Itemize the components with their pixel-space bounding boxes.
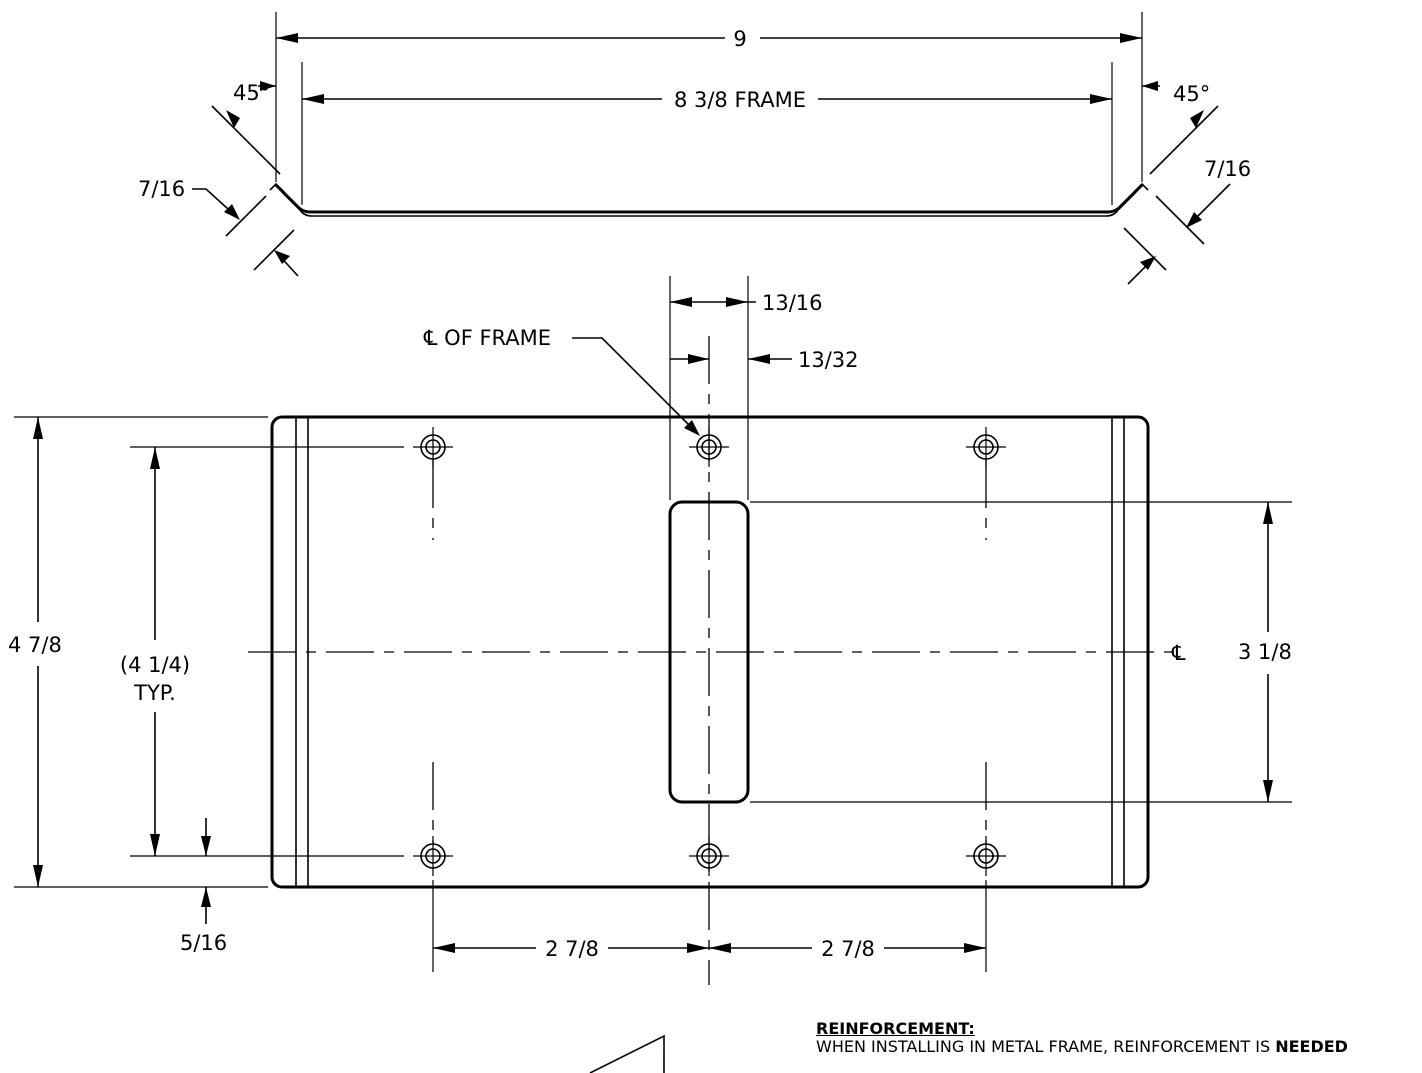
extension-line xyxy=(1155,195,1205,245)
flange-right-dimension: 7/16 xyxy=(1204,157,1251,181)
hole-top-center xyxy=(689,427,729,467)
arrowhead xyxy=(684,420,700,436)
tray-profile-inner xyxy=(281,191,1137,217)
arrowhead xyxy=(1186,212,1202,228)
arrowhead xyxy=(260,81,276,91)
slot-offset-dimension: 13/32 xyxy=(798,348,859,372)
arrowhead xyxy=(964,943,986,953)
extension-line xyxy=(225,195,267,237)
arrowhead xyxy=(709,943,731,953)
notes-heading: REINFORCEMENT: xyxy=(816,1020,975,1038)
hole-bottom-right xyxy=(966,836,1006,876)
flange-tip xyxy=(1133,182,1149,193)
arrowhead xyxy=(276,33,298,43)
arrowhead xyxy=(226,110,240,128)
arrowhead xyxy=(274,250,290,264)
hole-bottom-left xyxy=(413,836,453,876)
plan-view: 13/16 13/32 ℄ OF FRAME 4 7/8 (4 1/4) TYP… xyxy=(8,276,1292,985)
top-view: 9 8 3/8 FRAME 45° 45° 7/16 7/16 xyxy=(138,12,1251,285)
arrowhead xyxy=(150,834,160,856)
flange-tip xyxy=(269,182,285,193)
hole-spacing-vertical-line1: (4 1/4) xyxy=(120,653,190,677)
edge-offset-dimension: 5/16 xyxy=(180,931,227,955)
arrowhead xyxy=(1263,780,1273,802)
flange-left-dimension: 7/16 xyxy=(138,177,185,201)
arrowhead xyxy=(748,354,770,364)
leader-line xyxy=(572,337,697,433)
arrowhead xyxy=(670,297,692,307)
hole-bottom-center xyxy=(689,836,729,876)
notes-text-regular: WHEN INSTALLING IN METAL FRAME, REINFORC… xyxy=(816,1037,1276,1056)
hole-spacing-vertical-line2: TYP. xyxy=(133,681,176,705)
hole-top-left xyxy=(413,427,453,467)
angle-left-label: 45° xyxy=(233,81,270,105)
arrowhead xyxy=(302,94,324,104)
arrowhead xyxy=(1140,256,1156,270)
leader-line xyxy=(192,188,239,219)
arrowhead xyxy=(1263,502,1273,524)
tray-profile-outer xyxy=(274,183,1144,214)
arrowhead xyxy=(33,865,43,887)
hole-top-right xyxy=(966,427,1006,467)
extension-line xyxy=(1123,227,1167,271)
arrowhead xyxy=(1142,81,1158,91)
frame-centerline-label: ℄ OF FRAME xyxy=(423,326,551,350)
arrowhead xyxy=(726,297,748,307)
arrowhead xyxy=(433,943,455,953)
arrowhead xyxy=(688,354,709,364)
slot-height-dimension: 3 1/8 xyxy=(1238,640,1292,664)
frame-width-dimension: 8 3/8 FRAME xyxy=(674,88,806,112)
slot-width-dimension: 13/16 xyxy=(762,291,823,315)
arrowhead xyxy=(1190,110,1204,128)
centerline-symbol: ℄ xyxy=(1171,641,1186,665)
notes-text-bold: NEEDED xyxy=(1275,1037,1348,1056)
arrowhead xyxy=(1090,94,1112,104)
overall-height-dimension: 4 7/8 xyxy=(8,633,62,657)
angle-reference-line xyxy=(1149,105,1219,175)
arrowhead xyxy=(150,447,160,469)
hole-spacing-left-dimension: 2 7/8 xyxy=(545,937,599,961)
arrowhead xyxy=(1120,33,1142,43)
overall-width-dimension: 9 xyxy=(733,27,746,51)
reinforcement-notes: REINFORCEMENT: WHEN INSTALLING IN METAL … xyxy=(816,1020,1422,1056)
hole-spacing-right-dimension: 2 7/8 xyxy=(821,937,875,961)
partial-detail-outline xyxy=(589,1034,665,1073)
angle-right-label: 45° xyxy=(1173,82,1210,106)
arrowhead xyxy=(224,204,240,220)
arrowhead xyxy=(201,836,211,856)
angle-reference-line xyxy=(211,105,281,175)
notes-text: WHEN INSTALLING IN METAL FRAME, REINFORC… xyxy=(816,1038,1422,1056)
arrowhead xyxy=(687,943,709,953)
arrowhead xyxy=(33,417,43,439)
arrowhead xyxy=(201,887,211,907)
